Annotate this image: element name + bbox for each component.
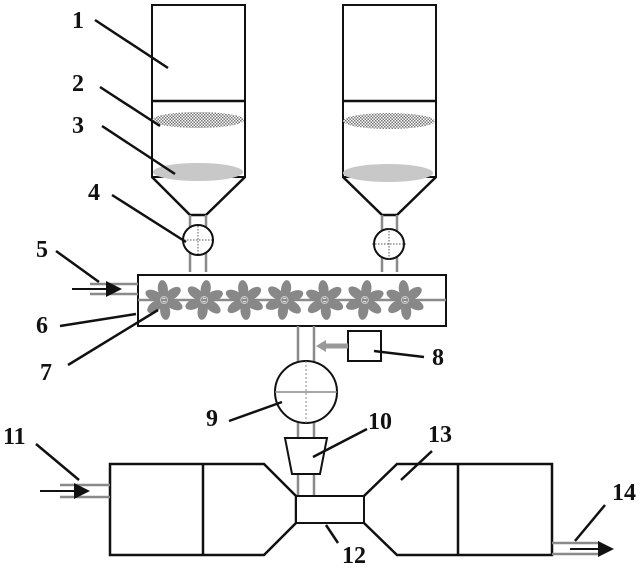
outlet-14 [552,541,614,557]
label-13: 13 [428,422,452,448]
label-12: 12 [342,543,366,568]
label-11: 11 [3,424,26,450]
left-hopper [151,4,246,272]
filter-mesh-right [343,113,435,129]
pump-9 [274,360,338,424]
leader-lines [35,18,606,544]
air-inlet-5 [72,281,138,297]
label-8: 8 [432,345,444,371]
label-6: 6 [36,313,48,339]
label-3: 3 [72,113,84,139]
left-chamber [108,462,298,557]
mixing-tube [137,274,447,327]
powder-layer-left [153,163,243,181]
label-2: 2 [72,71,84,97]
label-5: 5 [36,237,48,263]
label-4: 4 [88,180,100,206]
label-1: 1 [72,8,84,34]
air-inlet-11 [40,483,110,499]
label-9: 9 [206,406,218,432]
powder-layer-right [343,164,433,182]
component-8-box [316,330,382,362]
label-10: 10 [368,409,392,435]
nozzle-10 [283,437,329,475]
filter-mesh-left [152,112,244,128]
label-14: 14 [612,480,636,506]
right-chamber [363,462,554,557]
right-hopper [342,4,437,272]
throat-12 [295,495,365,524]
label-7: 7 [40,360,52,386]
